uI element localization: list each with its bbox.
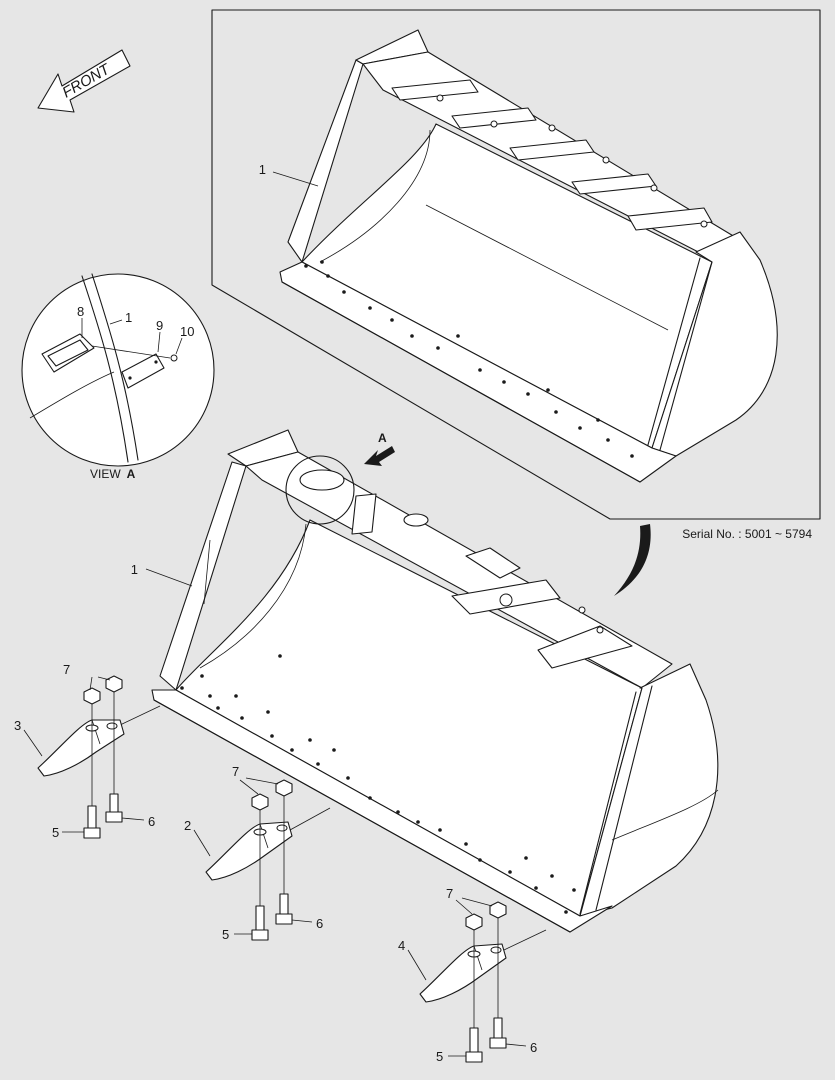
callout-bolt5-right: 5 [436, 1049, 443, 1064]
svg-text:A: A [378, 431, 387, 445]
bolt6-mid [275, 893, 293, 925]
view-a-detail [21, 273, 215, 467]
callout-bolt6-mid: 6 [316, 916, 323, 931]
leader-screw [175, 337, 183, 355]
callout-tooth-left: 3 [14, 718, 21, 733]
tooth-right [419, 929, 547, 1003]
callout-screw: 10 [180, 324, 194, 339]
main-bucket [151, 429, 719, 933]
callout-bolt5-mid: 5 [222, 927, 229, 942]
callout-nut-mid: 7 [232, 764, 239, 779]
top-edge-holes [304, 260, 634, 458]
callout-bolt5-left: 5 [52, 825, 59, 840]
front-label: FRONT [60, 60, 115, 101]
callout-tooth-mid: 2 [184, 818, 191, 833]
tooth-mid [205, 807, 331, 881]
leader-top-bucket [272, 171, 319, 187]
bolt6-right [489, 1017, 507, 1049]
nut-left [83, 675, 123, 705]
bolt5-mid [251, 905, 269, 941]
transition-arrow-icon [614, 524, 651, 596]
leader-bracket [157, 331, 161, 353]
callout-detail-bucket: 1 [125, 310, 132, 325]
leader-detail-bucket [109, 319, 123, 325]
bolt5-right [465, 1027, 483, 1063]
top-bucket [279, 29, 778, 483]
callout-bracket: 9 [156, 318, 163, 333]
callout-main-bucket: 1 [131, 562, 138, 577]
front-arrow-icon: FRONT [37, 49, 131, 113]
callout-nut-right: 7 [446, 886, 453, 901]
main-edge-holes [180, 674, 576, 914]
serial-number: Serial No. : 5001 ~ 5794 [682, 527, 812, 541]
nut-right [465, 901, 507, 931]
leader-main-bucket [145, 568, 193, 587]
callout-tooth-right: 4 [398, 938, 405, 953]
view-a-arrow-icon: A [364, 431, 395, 466]
bolt5-left [83, 805, 101, 839]
nut-mid [251, 779, 293, 811]
callout-bolt6-left: 6 [148, 814, 155, 829]
callout-top-bucket: 1 [259, 162, 266, 177]
callout-bolt6-right: 6 [530, 1040, 537, 1055]
callout-nut-left: 7 [63, 662, 70, 677]
tooth-left [37, 705, 161, 777]
bolt6-left [105, 793, 123, 823]
inset-frame [211, 9, 821, 520]
callout-plate: 8 [77, 304, 84, 319]
